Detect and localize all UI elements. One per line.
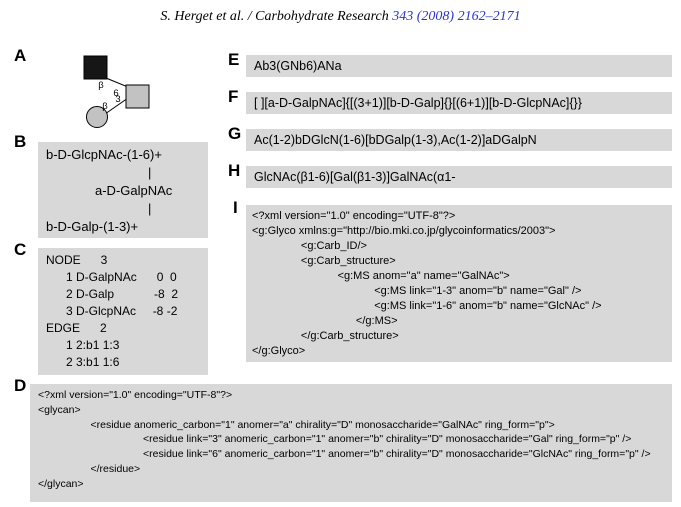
glycan-symbol-diagram: β 6 β 3 bbox=[83, 55, 150, 128]
panel-i-xml-box: <?xml version="1.0" encoding="UTF-8"?> <g… bbox=[246, 205, 672, 362]
code-line: <residue link="6" anomeric_carbon="1" an… bbox=[38, 448, 651, 461]
code-line: <?xml version="1.0" encoding="UTF-8"?> bbox=[252, 210, 456, 222]
gal-gray-circle-icon bbox=[86, 106, 108, 128]
code-line: <g:MS link="1-3" anom="b" name="Gal" /> bbox=[252, 285, 582, 297]
code-line: b-D-GlcpNAc-(1-6)+ bbox=[46, 147, 162, 162]
anomer-label-lower: β bbox=[102, 101, 108, 112]
code-line: <?xml version="1.0" encoding="UTF-8"?> bbox=[38, 389, 233, 401]
code-line: 2 3:b1 1:6 bbox=[46, 355, 120, 369]
code-line: a-D-GalpNAc bbox=[95, 183, 173, 198]
position-label-6: 6 bbox=[113, 88, 118, 99]
code-line: b-D-Galp-(1-3)+ bbox=[46, 219, 139, 234]
code-line: </residue> bbox=[38, 462, 141, 475]
code-line: 1 D-GalpNAc 0 0 bbox=[46, 270, 177, 284]
glcnac-filled-square-icon bbox=[83, 55, 108, 80]
running-head: S. Herget et al. / Carbohydrate Research… bbox=[0, 9, 681, 25]
linkage-line-beta-1-3 bbox=[104, 97, 129, 115]
panel-label-b: B bbox=[14, 132, 27, 151]
panel-g-text-box: Ac(1-2)bDGlcN(1-6)[bDGalp(1-3),Ac(1-2)]a… bbox=[246, 129, 672, 151]
code-line: </glycan> bbox=[38, 477, 84, 490]
linkage-line-beta-1-6 bbox=[105, 77, 129, 88]
panel-label-g: G bbox=[228, 124, 242, 143]
code-line: <g:Carb_ID/> bbox=[252, 240, 367, 252]
panel-h-text-box: GlcNAc(β1-6)[Gal(β1-3)]GalNAc(α1- bbox=[246, 166, 672, 188]
panel-e-text-box: Ab3(GNb6)ANa bbox=[246, 55, 672, 77]
citation-text: S. Herget et al. / Carbohydrate Research bbox=[160, 9, 393, 24]
code-line: | bbox=[148, 165, 152, 180]
code-line: <residue anomeric_carbon="1" anomer="a" … bbox=[38, 418, 555, 431]
galnac-gray-square-icon bbox=[125, 84, 150, 109]
panel-f-sequence: [ ][a-D-GalpNAc]{[(3+1)][b-D-Galp]{}[(6+… bbox=[254, 96, 582, 110]
panel-label-i: I bbox=[233, 198, 238, 217]
panel-b-code-box: b-D-GlcpNAc-(1-6)+ | a-D-GalpNAc | b-D-Galp-… bbox=[38, 142, 208, 238]
code-line: <glycan> bbox=[38, 403, 81, 416]
position-label-3: 3 bbox=[115, 94, 120, 105]
code-line: <residue link="3" anomeric_carbon="1" an… bbox=[38, 433, 632, 446]
code-line: | bbox=[148, 201, 152, 216]
code-line: </g:Glyco> bbox=[252, 345, 306, 357]
code-line: <g:Glyco xmlns:g="http://bio.mki.co.jp/g… bbox=[252, 225, 556, 237]
code-line: 2 D-Galp -8 2 bbox=[46, 287, 179, 301]
code-line: NODE 3 bbox=[46, 253, 108, 267]
panel-e-sequence: Ab3(GNb6)ANa bbox=[254, 59, 342, 73]
panel-c-code-box: NODE 3 1 D-GalpNAc 0 0 2 D-Galp -8 2 3 D… bbox=[38, 248, 208, 375]
code-line: <g:Carb_structure> bbox=[252, 255, 396, 267]
code-line: 1 2:b1 1:3 bbox=[46, 338, 120, 352]
code-line: </g:MS> bbox=[252, 315, 398, 327]
panel-label-f: F bbox=[228, 87, 239, 106]
panel-label-a: A bbox=[14, 46, 27, 65]
panel-label-h: H bbox=[228, 161, 241, 180]
anomer-label-upper: β bbox=[98, 80, 104, 91]
panel-label-d: D bbox=[14, 376, 27, 395]
code-line: <g:MS anom="a" name="GalNAc"> bbox=[252, 270, 510, 282]
panel-f-text-box: [ ][a-D-GalpNAc]{[(3+1)][b-D-Galp]{}[(6+… bbox=[246, 92, 672, 114]
panel-d-xml-box: <?xml version="1.0" encoding="UTF-8"?> <g… bbox=[30, 384, 672, 502]
code-line: <g:MS link="1-6" anom="b" name="GlcNAc" … bbox=[252, 300, 602, 312]
panel-g-sequence: Ac(1-2)bDGlcN(1-6)[bDGalp(1-3),Ac(1-2)]a… bbox=[254, 133, 537, 147]
code-line: 3 D-GlcpNAc -8 -2 bbox=[46, 304, 178, 318]
code-line: EDGE 2 bbox=[46, 321, 107, 335]
code-line: </g:Carb_structure> bbox=[252, 330, 399, 342]
panel-label-e: E bbox=[228, 50, 240, 69]
citation-volume-pages-link[interactable]: 343 (2008) 2162–2171 bbox=[392, 9, 521, 24]
panel-label-c: C bbox=[14, 240, 27, 259]
panel-h-sequence: GlcNAc(β1-6)[Gal(β1-3)]GalNAc(α1- bbox=[254, 170, 456, 184]
